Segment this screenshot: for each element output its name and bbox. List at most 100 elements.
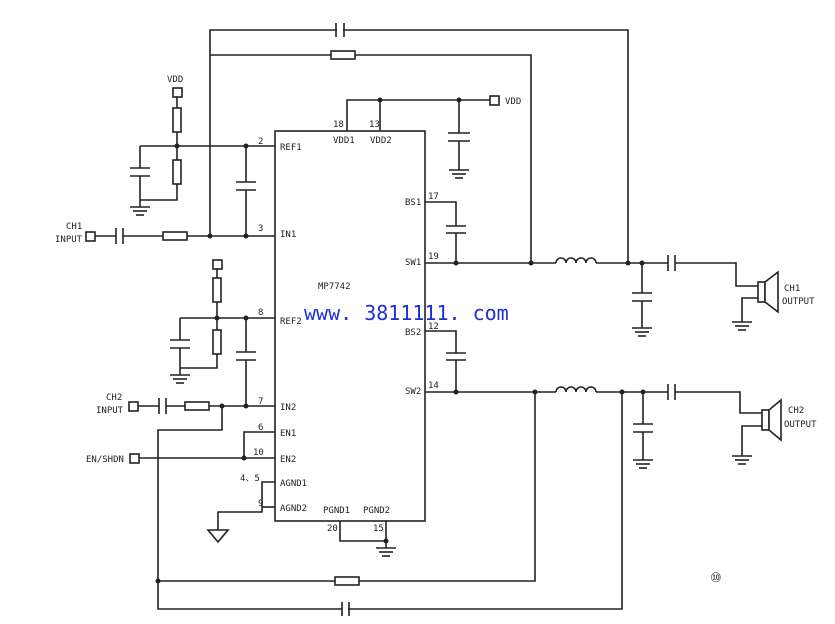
junction-dot [207, 233, 213, 239]
pin-label-in1: IN1 [280, 230, 296, 240]
ch1-speaker-icon [757, 270, 779, 314]
vdd-rail [346, 99, 490, 131]
pin-number-2: 2 [258, 137, 263, 147]
wire [741, 297, 758, 322]
ch1-input-terminal [85, 231, 96, 242]
ground-symbol [732, 455, 752, 465]
wire [741, 425, 762, 456]
ref1-capacitor-left [130, 146, 150, 207]
ground-symbol [376, 547, 396, 557]
junction-dot [174, 143, 180, 149]
ref2-capacitor-right [236, 318, 256, 406]
agnd-wire [217, 481, 275, 530]
ref1-capacitor-right [236, 146, 256, 236]
bias-resistor-ref1-bottom [172, 159, 182, 185]
ground-symbol [632, 327, 652, 337]
en-shdn-label: EN/SHDN [86, 455, 124, 465]
pin-label-en1: EN1 [280, 429, 296, 439]
pin-number-12: 12 [428, 322, 439, 332]
pin-number-20: 20 [327, 524, 338, 534]
feedback-resistor-bottom [334, 576, 360, 586]
ground-symbol [170, 374, 190, 384]
junction-dot [528, 260, 534, 266]
pin-label-in2: IN2 [280, 403, 296, 413]
figure-number: ⑩ [710, 571, 722, 586]
en1-wire [243, 431, 275, 458]
pin-number-18: 18 [333, 120, 344, 130]
pin-number-4-5: 4、5 [240, 474, 260, 484]
ground-symbol [130, 206, 150, 216]
pin-number-15: 15 [373, 524, 384, 534]
pin-label-vdd1: VDD1 [333, 136, 355, 146]
pin-number-6: 6 [258, 423, 263, 433]
vdd-label-top: VDD [167, 75, 183, 85]
bs1-wire [425, 201, 457, 226]
ch1-output-label-a: CH1 [784, 284, 800, 294]
ch1-input-label-a: CH1 [66, 222, 82, 232]
ch2-input-label-b: INPUT [96, 406, 124, 416]
ch2-input-terminal [128, 401, 139, 412]
junction-dot [241, 455, 247, 461]
feedback-capacitor-top [335, 23, 345, 37]
ref2-capacitor-left [170, 318, 190, 375]
bs2-wire [425, 330, 457, 353]
pin-label-pgnd1: PGND1 [323, 506, 350, 516]
pin-label-vdd2: VDD2 [370, 136, 392, 146]
bias-resistor-ref2-top [212, 277, 222, 303]
ic-body [274, 130, 426, 522]
pin-number-8: 8 [258, 308, 263, 318]
pin-number-19: 19 [428, 252, 439, 262]
ref2-gnd-wire [180, 354, 218, 369]
ground-symbol [633, 459, 653, 469]
ch2-filter-capacitor [633, 392, 653, 460]
junction-dot [243, 233, 249, 239]
ch1-input-label-b: INPUT [55, 235, 83, 245]
pin-number-10: 10 [253, 448, 264, 458]
pin-label-pgnd2: PGND2 [363, 506, 390, 516]
junction-dot [453, 260, 459, 266]
pin-number-7: 7 [258, 397, 263, 407]
junction-dot [383, 538, 389, 544]
ch2-output-label-b: OUTPUT [784, 420, 817, 430]
ref1-gnd-wire [140, 184, 178, 201]
feedback-wire-ch1-inner [210, 54, 532, 263]
bias-resistor-ref1-top [172, 107, 182, 133]
bias-resistor-ref2-bottom [212, 329, 222, 355]
junction-dot [377, 97, 383, 103]
feedback-resistor-top [330, 50, 356, 60]
pin-label-ref2: REF2 [280, 317, 302, 327]
pin-number-9: 9 [258, 499, 263, 509]
feedback-wire-ch2-outer [157, 392, 623, 610]
en-shdn-terminal [129, 453, 140, 464]
chip-name: MP7742 [318, 282, 351, 292]
feedback-wire-ch1-outer [209, 29, 629, 263]
pin-label-sw2: SW2 [405, 387, 421, 397]
ch1-input-resistor [162, 231, 188, 241]
wire [675, 262, 758, 287]
pin-label-en2: EN2 [280, 455, 296, 465]
pin-number-3: 3 [258, 224, 263, 234]
pgnd-wire [339, 521, 386, 542]
ch1-filter-capacitor [632, 263, 652, 328]
analog-ground-symbol [206, 529, 230, 544]
ground-symbol [732, 321, 752, 331]
vdd-decoupling-capacitor [448, 100, 470, 170]
vdd-terminal-ch2 [212, 259, 223, 270]
ch2-input-label-a: CH2 [106, 393, 122, 403]
pin-number-17: 17 [428, 192, 439, 202]
ch1-output-inductor [555, 257, 597, 264]
pin-label-bs2: BS2 [405, 328, 421, 338]
junction-dot [243, 403, 249, 409]
ch2-speaker-icon [761, 398, 782, 442]
pin-label-sw1: SW1 [405, 258, 421, 268]
feedback-capacitor-bottom [341, 600, 350, 618]
ground-symbol [449, 169, 469, 179]
junction-dot [453, 389, 459, 395]
ch1-output-label-b: OUTPUT [782, 297, 815, 307]
ch2-output-inductor [555, 386, 597, 393]
vdd-terminal-right [489, 95, 500, 106]
pin-number-14: 14 [428, 381, 439, 391]
pin-label-agnd2: AGND2 [280, 504, 307, 514]
watermark-text: www. 3811111. com [304, 301, 509, 325]
